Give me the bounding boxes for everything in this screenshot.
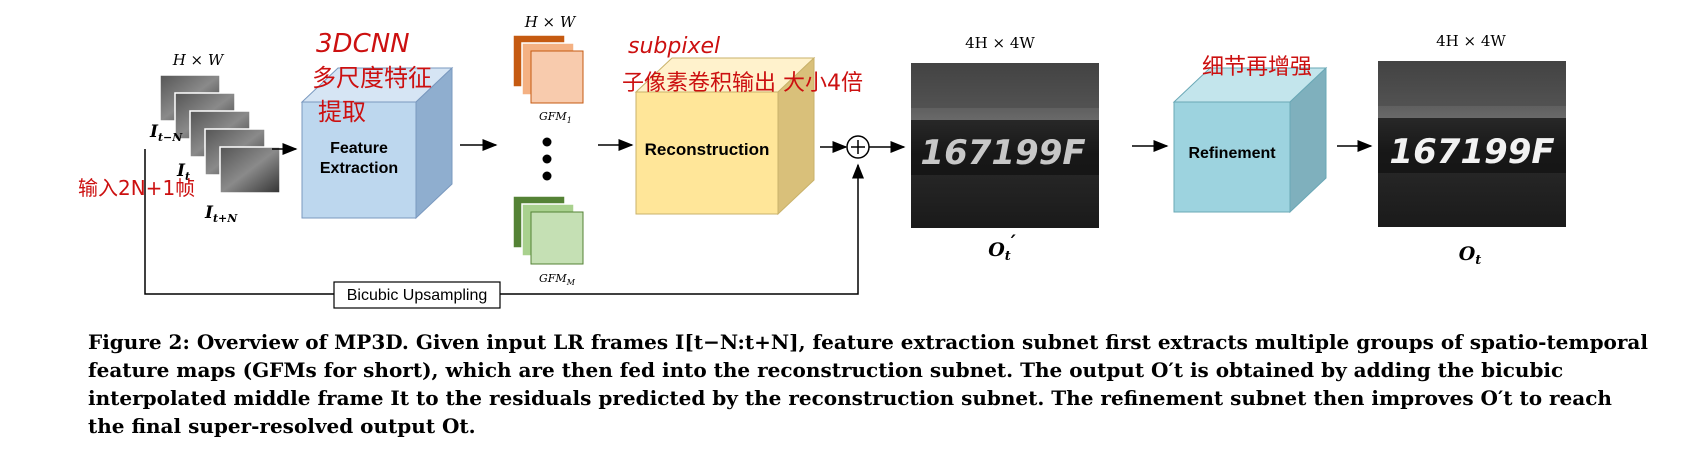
note-input: 输入2N+1帧: [78, 176, 195, 200]
svg-text:Ot′: Ot′: [988, 231, 1016, 264]
gfm-stack: H × W GFM1 GFMM: [512, 13, 584, 287]
svg-text:It−N: It−N: [149, 122, 183, 144]
final-output: 4H × 4W 167199F Ot: [1378, 32, 1566, 268]
bicubic-box: [333, 281, 501, 309]
output1-dim-label: 4H × 4W: [965, 34, 1035, 52]
gfm-map-green: [530, 211, 584, 265]
output2-dim-label: 4H × 4W: [1436, 32, 1506, 50]
feature-box-line1: Feature: [330, 140, 388, 157]
svg-text:GFMM: GFMM: [539, 272, 576, 287]
ellipsis-dot: [542, 154, 552, 164]
handwritten-annotations: 3DCNN 多尺度特征 提取 subpixel 子像素卷积输出 大小4倍 输入2…: [78, 29, 1312, 200]
ellipsis-dot: [542, 137, 552, 147]
output2-sub: t: [1475, 253, 1481, 268]
gfm-dim-label: H × W: [524, 13, 577, 31]
note-subpixel: subpixel: [628, 34, 720, 59]
architecture-diagram: H × W It−N It It+N Feature Extraction H …: [78, 13, 1566, 309]
refinement-label: Refinement: [1188, 145, 1276, 162]
note-3dcnn: 3DCNN: [316, 29, 410, 59]
bicubic-skip-path: Bicubic Upsampling: [144, 149, 864, 309]
output1-label: O: [988, 239, 1005, 261]
svg-text:It: It: [176, 161, 190, 183]
caption-text: Overview of MP3D. Given input LR frames …: [88, 330, 1648, 438]
addition-node: [846, 135, 870, 159]
gfm-map-orange: [530, 50, 584, 104]
ellipsis-dot: [542, 171, 552, 181]
feature-extraction-block: Feature Extraction: [300, 66, 454, 220]
input-dim-label: H × W: [172, 51, 225, 69]
input-label-bot-sub: t+N: [213, 212, 238, 225]
figure-caption: Figure 2: Overview of MP3D. Given input …: [88, 328, 1648, 440]
note-subpixel-cn: 子像素卷积输出 大小4倍: [622, 71, 863, 96]
input-frame: [219, 146, 281, 194]
note-extract: 提取: [318, 98, 366, 126]
intermediate-output: 4H × 4W 167199F Ot′: [911, 34, 1099, 264]
intermediate-plate-text: 167199F: [920, 133, 1085, 173]
output1-sub: t: [1005, 249, 1011, 264]
svg-text:GFM1: GFM1: [539, 110, 572, 125]
input-label-mid: I: [176, 161, 186, 181]
gfm-top-sub: 1: [567, 116, 572, 125]
caption-lead: Figure 2:: [88, 330, 190, 354]
note-refine: 细节再增强: [1202, 55, 1312, 80]
input-label-bot: I: [204, 203, 214, 223]
input-label-top-sub: t−N: [158, 131, 183, 144]
bicubic-label: Bicubic Upsampling: [347, 287, 488, 304]
gfm-bot-sub: M: [566, 278, 576, 287]
output1-prime: ′: [1011, 231, 1016, 253]
output2-label: O: [1459, 243, 1476, 265]
reconstruction-label: Reconstruction: [645, 140, 770, 159]
refinement-block: Refinement: [1172, 66, 1328, 214]
svg-text:It+N: It+N: [204, 203, 238, 225]
input-frame-stack: H × W It−N It It+N: [149, 51, 281, 225]
feature-box-line2: Extraction: [320, 160, 398, 177]
final-plate-text: 167199F: [1389, 132, 1554, 172]
svg-text:Ot: Ot: [1459, 243, 1482, 268]
gfm-bot-label: GFM: [539, 272, 567, 285]
note-feature: 多尺度特征: [312, 64, 432, 92]
reconstruction-block: Reconstruction: [634, 56, 816, 216]
gfm-top-label: GFM: [539, 110, 567, 123]
input-label-mid-sub: t: [185, 170, 190, 183]
input-label-top: I: [149, 122, 159, 142]
